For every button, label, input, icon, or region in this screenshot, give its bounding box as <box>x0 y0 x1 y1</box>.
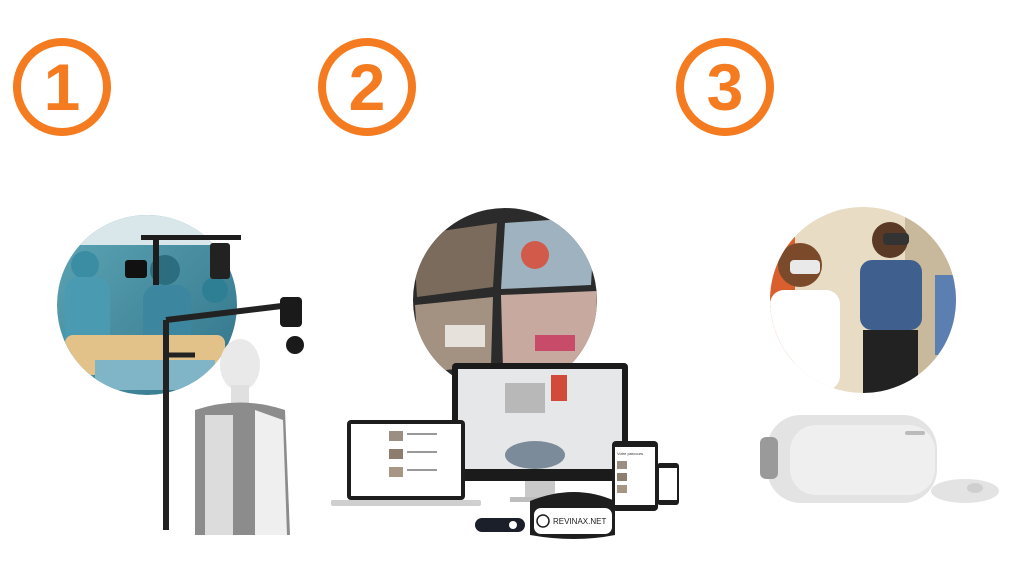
step-2-number: 2 <box>348 50 386 124</box>
vr-controller <box>931 479 999 503</box>
step-3-badge: 3 <box>676 38 774 136</box>
laptop <box>331 420 481 506</box>
desktop-monitor <box>452 363 628 502</box>
tablet-title: Votre parcours <box>617 451 643 456</box>
step-1-number: 1 <box>43 50 81 124</box>
people-with-headsets-photo <box>770 207 956 393</box>
step-3-number: 3 <box>706 50 744 124</box>
mannequin-figure <box>195 339 290 535</box>
vr-headset: REVINAX.NET <box>530 492 615 539</box>
tablet: Votre parcours <box>612 441 658 511</box>
viewing-illustration <box>755 205 1010 515</box>
headset-brand: REVINAX.NET <box>553 517 606 526</box>
capture-illustration <box>55 205 355 550</box>
remote-controller <box>475 518 525 532</box>
editing-illustration: Votre parcours REVINAX.NET <box>325 205 685 545</box>
step-1-badge: 1 <box>13 38 111 136</box>
video-collage-photo <box>413 208 597 392</box>
smartphone <box>657 463 679 505</box>
step-2-badge: 2 <box>318 38 416 136</box>
standalone-vr-headset <box>760 415 937 503</box>
